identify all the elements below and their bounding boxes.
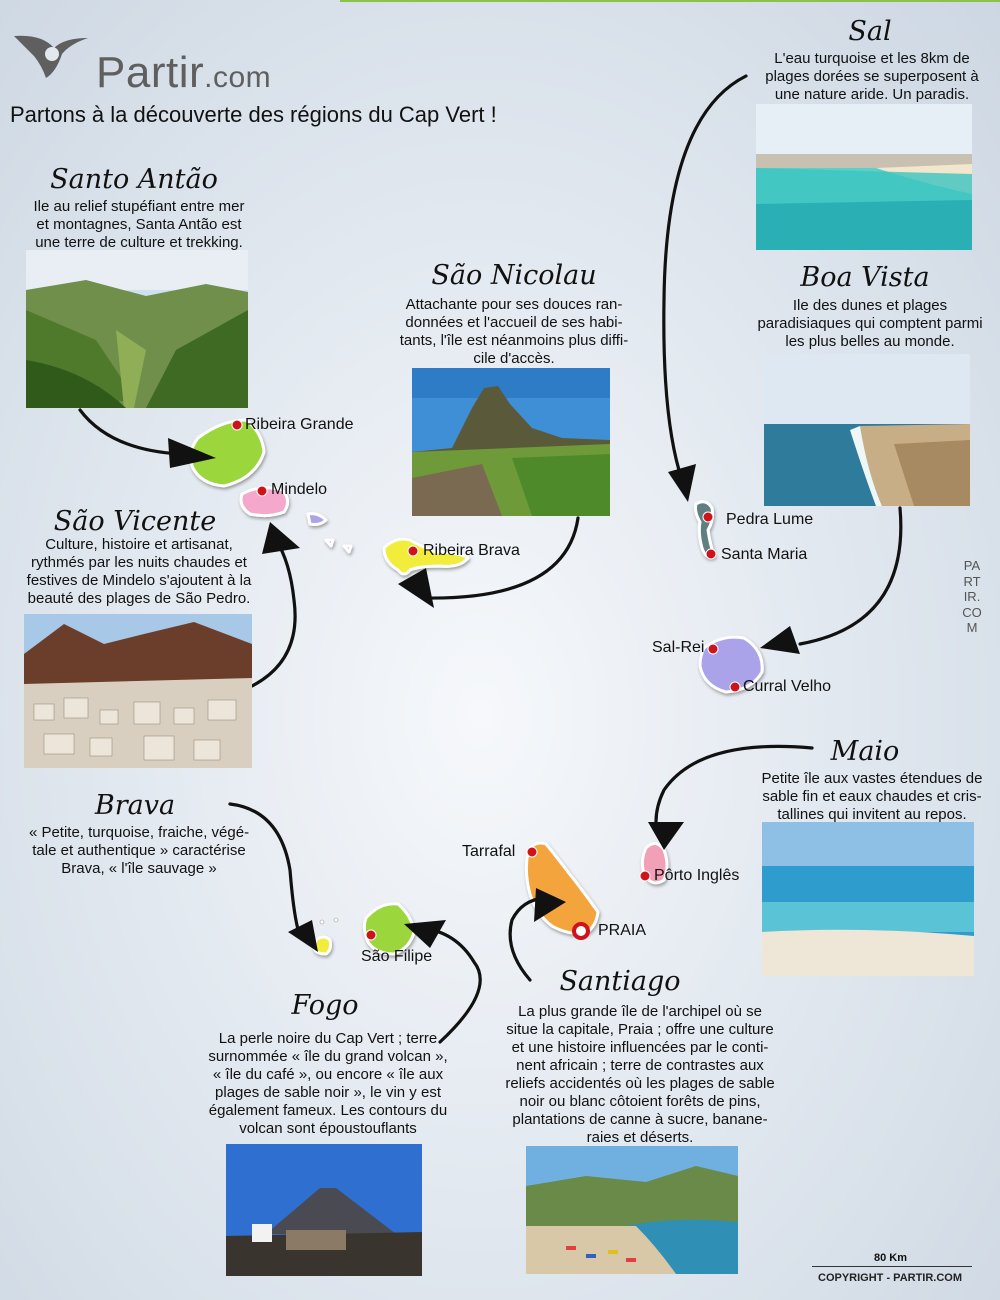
desc-sao-nicolau: Attachante pour ses douces ran-données e… [399,296,629,367]
island-sao-nicolau [382,537,470,576]
title-sao-vicente: São Vicente [53,506,217,537]
desc-brava: « Petite, turquoise, fraiche, végé-tale … [28,824,250,877]
top-accent-line [340,0,1000,2]
dot-tarrafal [526,846,538,858]
town-sal-rei: Sal-Rei [652,639,705,656]
dot-ribeira-grande [231,419,243,431]
arrowhead-fogo [404,920,446,948]
town-praia: PRAIA [598,922,647,939]
title-boa-vista: Boa Vista [800,262,930,293]
arrow-maio [654,744,814,824]
town-santa-maria: Santa Maria [721,546,808,563]
town-pedra-lume: Pedra Lume [726,511,814,528]
dot-curral-velho [729,681,741,693]
title-santo-antao: Santo Antão [50,164,218,195]
photo-santo-antao-valley [26,250,248,408]
arrowhead-brava [288,920,318,952]
photo-sal-beach [756,104,972,250]
vertical-watermark: PARTIR.COM [962,558,982,635]
town-tarrafal: Tarrafal [462,843,516,860]
scale-label: 80 Km [874,1252,908,1264]
island-brava [312,935,332,956]
arrow-santiago [508,896,546,982]
arrow-santo-antao [78,408,182,456]
title-sal: Sal [848,16,892,47]
island-santiago [524,841,600,936]
capital-marker-praia [572,922,590,940]
island-raso [324,538,335,548]
title-brava: Brava [94,790,176,821]
arrowhead-sao-nicolau [398,568,434,608]
dot-pedra-lume [702,511,714,523]
dot-mindelo [256,485,268,497]
arrow-sal [662,74,748,482]
town-sao-filipe: São Filipe [361,948,433,965]
desc-sao-vicente: Culture, histoire et artisanat,rythmés p… [26,536,252,607]
dot-sal-rei [707,643,719,655]
arrowhead-boa-vista [760,626,800,654]
island-santa-luzia [306,512,328,526]
arrow-brava [228,802,302,938]
arrow-sao-vicente [250,538,297,688]
town-curral-velho: Curral Velho [743,678,832,695]
arrowhead-santo-antao [168,438,216,468]
photo-sao-nicolau-peak [412,368,610,516]
title-maio: Maio [830,736,900,767]
title-fogo: Fogo [291,990,359,1021]
arrowhead-sao-vicente [262,522,300,554]
photo-santiago-bay [526,1146,738,1274]
brand-logo[interactable]: Partir.com [12,26,271,97]
scale-bar [812,1266,972,1267]
map-pin-bird-icon [14,35,88,78]
island-santo-antao [189,418,266,488]
dot-santa-maria [705,548,717,560]
arrow-fogo [420,926,482,1044]
arrowhead-santiago [534,888,566,922]
arrow-boa-vista [798,506,903,646]
title-santiago: Santiago [559,966,681,997]
dot-ribeira-brava [407,545,419,557]
dot-porto-ingles [639,870,651,882]
photo-sao-vicente-mindelo [24,614,252,768]
brand-name: Partir.com [96,48,272,97]
photo-maio-beach [762,822,974,976]
arrowhead-maio [648,822,684,850]
town-ribeira-grande: Ribeira Grande [245,416,354,433]
page-headline: Partons à la découverte des régions du C… [10,102,497,127]
dot-sao-filipe [365,929,377,941]
island-branco [342,544,353,554]
title-sao-nicolau: São Nicolau [431,260,597,291]
photo-boa-vista-dunes [764,354,970,506]
town-ribeira-brava: Ribeira Brava [423,542,520,559]
town-mindelo: Mindelo [271,481,328,498]
town-porto-ingles: Pôrto Inglês [654,867,740,884]
island-sao-vicente [239,486,289,518]
island-fogo [362,902,416,956]
photo-fogo-volcano [226,1144,422,1276]
arrow-sao-nicolau [424,516,580,600]
copyright-text: COPYRIGHT - PARTIR.COM [818,1272,963,1284]
arrowhead-sal [668,464,696,502]
